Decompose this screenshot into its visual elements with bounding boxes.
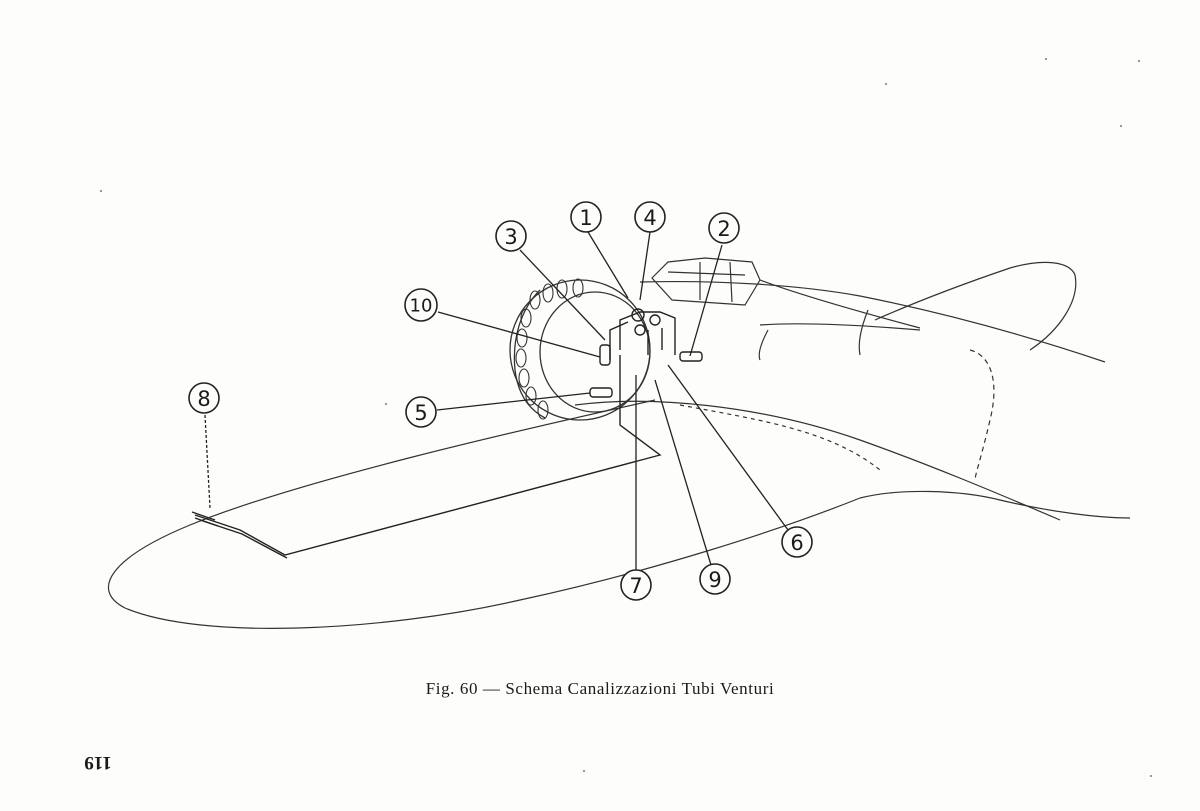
rear-fuselage [969, 349, 995, 481]
fitting-c [634, 324, 646, 336]
svg-text:1: 1 [579, 206, 592, 230]
svg-text:3: 3 [504, 225, 517, 249]
callout-3: 3 [495, 220, 527, 252]
svg-text:10: 10 [410, 296, 433, 317]
scan-speck [1120, 125, 1122, 127]
callout-2: 2 [708, 212, 740, 244]
scan-speck [1045, 58, 1047, 60]
fitting-a [631, 308, 645, 322]
scan-speck [885, 83, 887, 85]
tail-fin [874, 261, 1077, 351]
wing-root-line [679, 404, 881, 471]
leader-2 [689, 244, 723, 357]
fuselage-upper-line [639, 280, 1106, 363]
fuselage-panel-line-2 [858, 309, 869, 356]
engine-cowling [509, 278, 651, 421]
leader-3 [519, 249, 606, 341]
callout-10: 10 [404, 288, 438, 322]
callouts: 1 2 3 4 5 6 7 8 [188, 201, 813, 601]
callout-6: 6 [781, 526, 813, 558]
pitot-line [194, 355, 662, 556]
leader-9 [654, 379, 712, 566]
fuselage-panel-line [758, 329, 769, 361]
page-number: 119 [84, 752, 112, 773]
callout-7: 7 [620, 569, 652, 601]
windscreen-line [759, 279, 921, 329]
fuselage-lower-line [574, 400, 1061, 521]
svg-text:9: 9 [708, 568, 721, 592]
scan-speck [385, 403, 387, 405]
fuselage-mid-line [759, 323, 921, 331]
wing-outline [107, 399, 861, 629]
cowling-inner [539, 291, 651, 413]
callout-9: 9 [699, 563, 731, 595]
leader-6 [667, 364, 789, 531]
fitting-b [649, 314, 661, 326]
cockpit-canopy [651, 257, 761, 306]
pitot-head [191, 511, 219, 527]
leader-10 [437, 311, 601, 358]
aircraft-outline [107, 257, 1131, 629]
leader-8 [204, 414, 211, 509]
figure-caption: Fig. 60 — Schema Canalizzazioni Tubi Ven… [425, 679, 775, 698]
leader-lines [204, 231, 789, 570]
scan-speck [100, 190, 102, 192]
svg-text:2: 2 [717, 217, 730, 241]
svg-text:7: 7 [629, 574, 642, 598]
cowling-front [513, 289, 546, 419]
svg-text:6: 6 [790, 531, 803, 555]
cowling-vents [515, 278, 584, 420]
callout-4: 4 [634, 201, 666, 233]
svg-text:8: 8 [197, 387, 210, 411]
scan-speck [1150, 775, 1152, 777]
scan-speck [1138, 60, 1140, 62]
callout-1: 1 [570, 201, 602, 233]
canopy-frame [667, 261, 746, 303]
venturi-plumbing [191, 308, 703, 559]
leader-1 [587, 231, 629, 299]
venturi-tube-5 [589, 387, 613, 398]
scan-speck [583, 770, 585, 772]
callout-8: 8 [188, 382, 220, 414]
callout-5: 5 [405, 396, 437, 428]
svg-text:5: 5 [414, 401, 427, 425]
svg-text:4: 4 [643, 206, 656, 230]
pitot-line-parallel [199, 519, 288, 559]
wing-trailing-edge [859, 490, 1131, 519]
leader-5 [436, 392, 591, 411]
venturi-tube-10 [599, 344, 611, 366]
leader-4 [639, 231, 651, 301]
